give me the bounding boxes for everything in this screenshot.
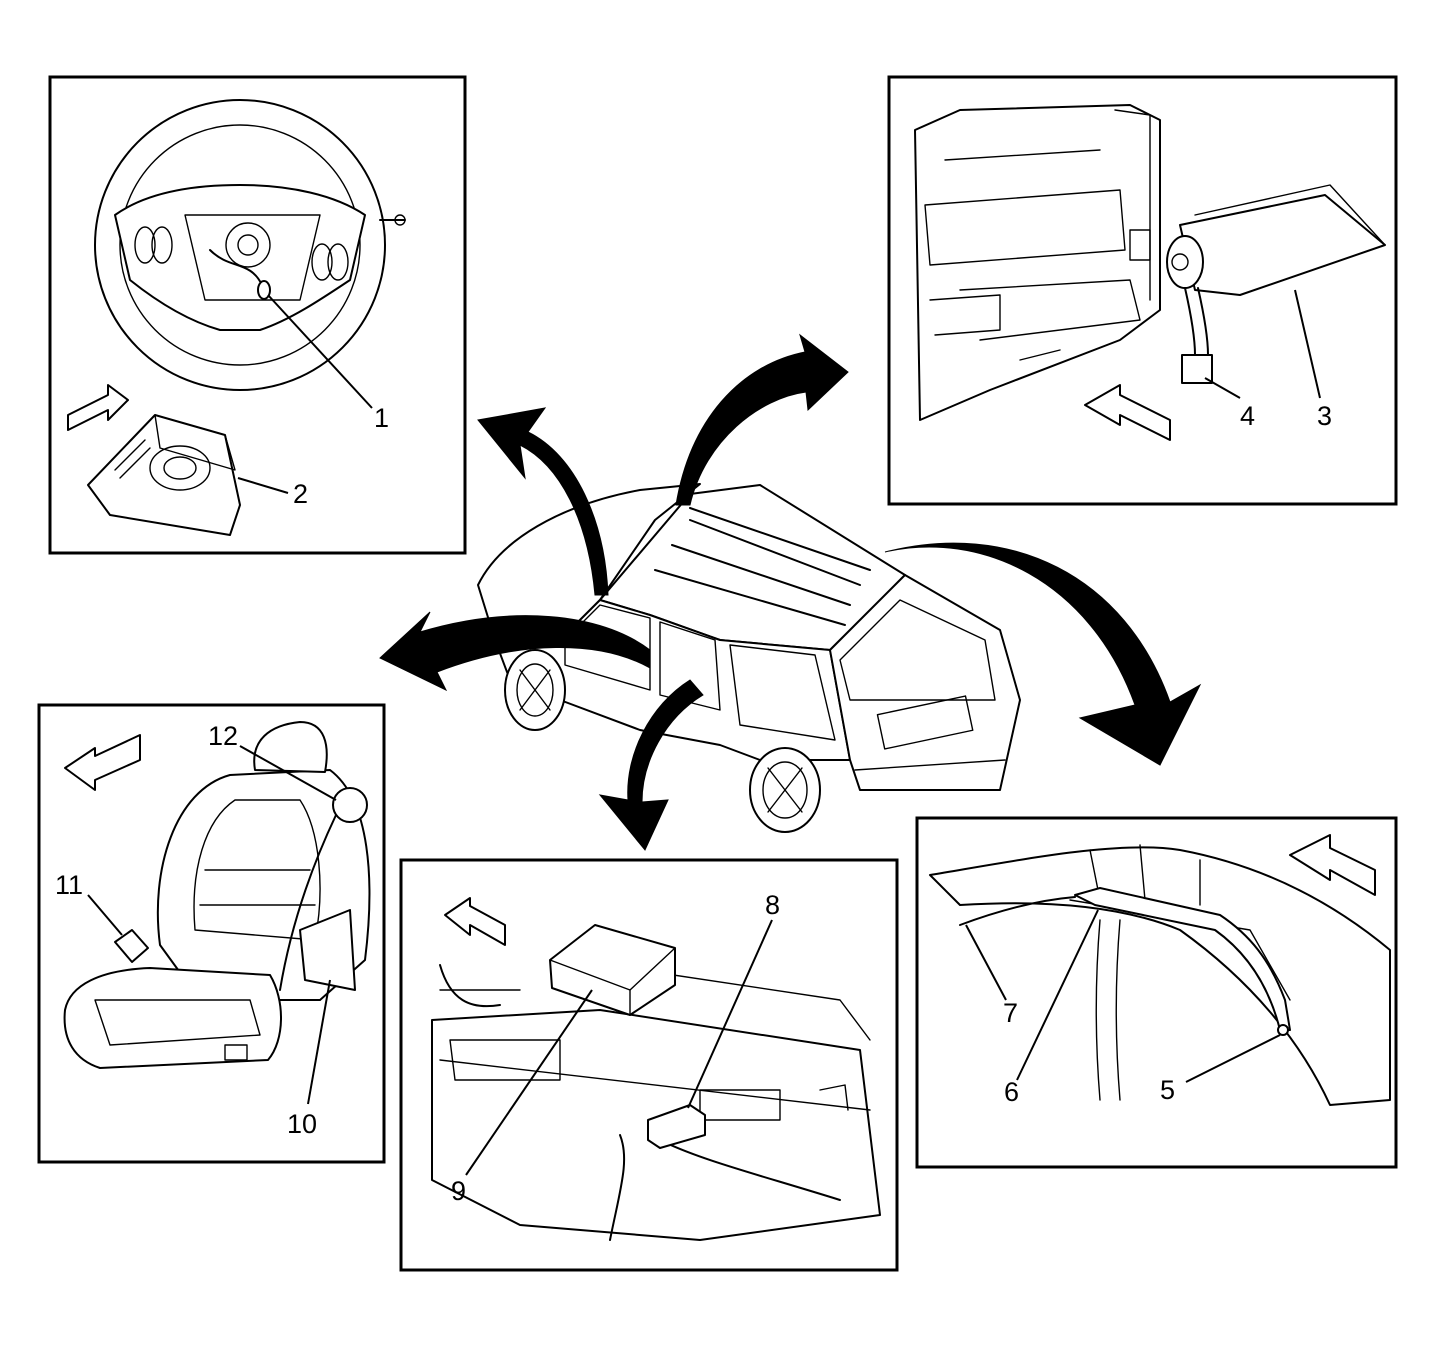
seat-cushion [63, 967, 282, 1069]
seat-belt-buckle [114, 929, 149, 963]
sensing-diagnostic-module [549, 924, 676, 1016]
panel-roof-rail-airbag: 7 6 5 [915, 816, 1398, 1169]
callout-9: 9 [451, 1176, 466, 1206]
arrow-to-module-panel [598, 679, 704, 851]
pointer-arrows [379, 333, 1202, 851]
seat-belt-retractor [332, 787, 368, 823]
callout-12: 12 [208, 721, 238, 751]
callout-11: 11 [55, 870, 83, 900]
view-direction-arrow [67, 384, 129, 431]
view-direction-arrow [1289, 834, 1376, 896]
callout-4: 4 [1240, 401, 1255, 431]
callout-8: 8 [765, 890, 780, 920]
panel-steering-wheel-airbag: 1 2 [48, 75, 467, 555]
airbag-tether [959, 896, 1076, 926]
arrow-to-roof-rail-panel [884, 542, 1202, 766]
arrow-to-steering-wheel-panel [477, 407, 609, 596]
arrow-to-seat-panel [379, 611, 651, 692]
callout-2: 2 [293, 479, 308, 509]
arrow-to-instrument-panel [675, 333, 849, 506]
callout-1: 1 [374, 403, 389, 433]
view-direction-arrow [1084, 384, 1171, 441]
airbag-fastener [1277, 1024, 1289, 1036]
callout-6: 6 [1004, 1077, 1019, 1107]
vehicle-illustration [477, 483, 1021, 833]
callout-3: 3 [1317, 401, 1332, 431]
view-direction-arrow [444, 897, 506, 946]
callout-10: 10 [287, 1109, 317, 1139]
steering-wheel-airbag-connector [257, 280, 271, 300]
callout-5: 5 [1160, 1075, 1175, 1105]
seat-side-airbag [299, 909, 356, 991]
view-direction-arrow [64, 734, 141, 791]
panel-sensing-diagnostic-module: 8 9 [399, 858, 899, 1272]
callout-7: 7 [1003, 998, 1018, 1028]
panel-instrument-panel-airbag: 4 3 [887, 75, 1398, 506]
panel-seat-side-airbag: 12 11 10 [37, 703, 386, 1164]
